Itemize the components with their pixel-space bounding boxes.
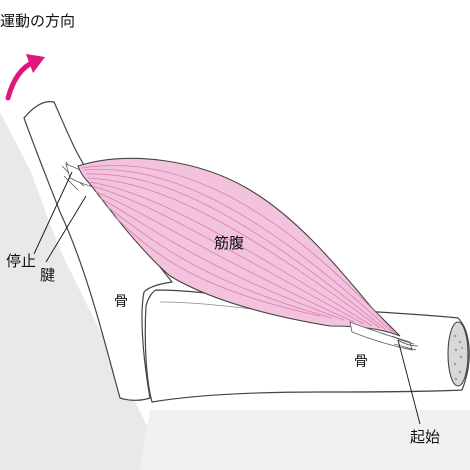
leader-lines xyxy=(33,171,421,425)
bone-lower-label: 骨 xyxy=(354,354,368,370)
marrow-texture xyxy=(453,334,463,381)
belly-label: 筋腹 xyxy=(214,234,244,252)
origin-fibers xyxy=(391,335,419,351)
origin-label: 起始 xyxy=(410,428,440,446)
tendon-origin xyxy=(349,321,413,351)
bone-upper-label: 骨 xyxy=(114,294,128,310)
bone-marrow-section xyxy=(447,321,469,387)
motion-arrow-head-icon xyxy=(26,54,45,73)
title-label: 運動の方向 xyxy=(0,12,75,30)
bone-upper xyxy=(23,101,173,401)
insertion-label: 停止 xyxy=(6,252,36,270)
tendon-label: 腱 xyxy=(40,266,55,284)
motion-arrow-icon xyxy=(5,59,37,101)
background-shadow-lower xyxy=(140,410,470,470)
muscle-fibers xyxy=(81,165,397,335)
